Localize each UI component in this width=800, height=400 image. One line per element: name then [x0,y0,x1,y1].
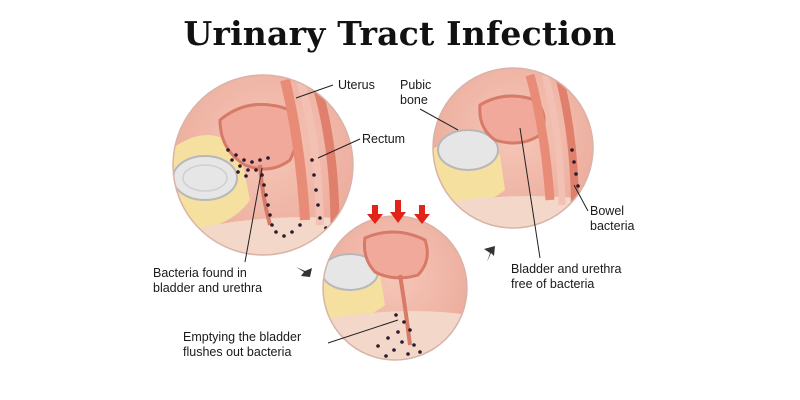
label-bacteria-found-1: Bacteria found in [153,266,247,280]
process-arrow-1 [296,267,312,277]
label-emptying-1: Emptying the bladder [183,330,302,344]
label-bowel-bacteria-1: Bowel [590,204,625,218]
process-arrow-2 [484,246,495,262]
label-bladder-free-1: Bladder and urethra [511,262,622,276]
label-uterus: Uterus [338,78,375,92]
flushing-bladder-view [323,216,467,360]
page-title: Urinary Tract Infection [183,14,617,53]
label-pubic-bone-2: bone [400,93,428,107]
label-rectum: Rectum [362,132,406,146]
leader-lines [244,84,589,344]
label-bacteria-found-2: bladder and urethra [153,281,263,295]
infected-bladder-view [173,75,353,255]
healthy-bladder-view [433,68,593,228]
label-pubic-bone-1: Pubic [400,78,432,92]
label-bladder-free-2: free of bacteria [511,277,595,291]
pressure-arrows [367,200,430,224]
label-bowel-bacteria-2: bacteria [590,219,635,233]
label-emptying-2: flushes out bacteria [183,345,292,359]
